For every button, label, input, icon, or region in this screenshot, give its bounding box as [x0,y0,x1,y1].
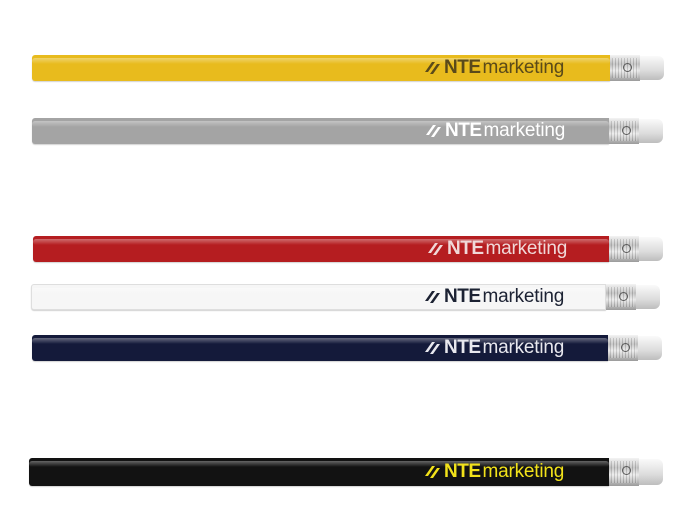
logo-marketing: marketing [483,120,566,141]
metal-ferrule [606,284,636,310]
pencil-yellow: NTE marketing [0,55,700,85]
nte-marketing-logo: NTE marketing [424,286,564,308]
eraser [639,119,663,143]
nte-marketing-logo: NTE marketing [425,120,565,142]
ferrule-emblem-icon [622,244,631,253]
swoosh-icon [425,291,440,303]
nte-marketing-logo: NTE marketing [424,461,564,483]
metal-ferrule [609,458,639,486]
ferrule-emblem-icon [622,466,631,475]
swoosh-icon [425,62,440,74]
swoosh-icon [426,125,441,137]
logo-marketing: marketing [482,57,565,78]
pencil-navy: NTE marketing [0,335,700,365]
logo-nte: NTE [444,461,481,482]
eraser [639,237,663,261]
pencil-silver: NTE marketing [0,118,700,148]
logo-nte: NTE [445,120,482,141]
pencil-black: NTE marketing [0,458,700,488]
eraser [639,459,663,485]
eraser [636,285,660,309]
pencil-body [33,236,609,262]
ferrule-emblem-icon [621,343,630,352]
eraser [638,336,662,360]
pencil-red: NTE marketing [0,236,700,266]
nte-marketing-logo: NTE marketing [427,238,567,260]
metal-ferrule [608,335,638,361]
pencil-body [32,335,608,361]
logo-nte: NTE [444,57,481,78]
logo-marketing: marketing [485,238,568,259]
logo-nte: NTE [444,337,481,358]
ferrule-emblem-icon [622,126,631,135]
pencil-body [31,284,606,310]
ferrule-emblem-icon [619,292,628,301]
logo-nte: NTE [447,238,484,259]
pencil-body [32,118,609,144]
metal-ferrule [610,55,640,81]
pencil-body [29,458,609,486]
swoosh-icon [428,243,443,255]
ferrule-emblem-icon [623,63,632,72]
pencil-body [32,55,610,81]
logo-marketing: marketing [482,461,565,482]
swoosh-icon [425,466,440,478]
logo-marketing: marketing [482,337,565,358]
nte-marketing-logo: NTE marketing [424,57,564,79]
pencil-white: NTE marketing [0,284,700,314]
swoosh-icon [425,342,440,354]
metal-ferrule [609,236,639,262]
logo-marketing: marketing [482,286,565,307]
metal-ferrule [609,118,639,144]
nte-marketing-logo: NTE marketing [424,337,564,359]
eraser [640,56,664,80]
logo-nte: NTE [444,286,481,307]
